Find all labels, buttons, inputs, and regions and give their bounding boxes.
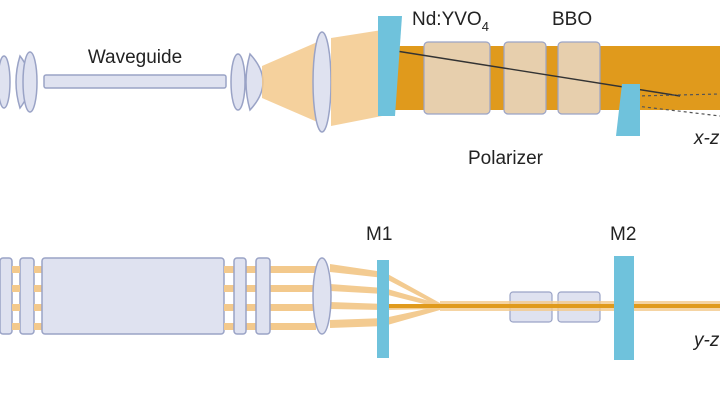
polarizer-element bbox=[616, 84, 640, 136]
nd-yvo4-label: Nd:YVO4 bbox=[412, 9, 489, 34]
lens bbox=[245, 52, 264, 112]
cavity-beam bbox=[386, 304, 720, 308]
optic-plate bbox=[233, 257, 247, 335]
m1-label: M1 bbox=[366, 224, 392, 245]
focusing-lens bbox=[312, 257, 332, 335]
waveguide-block bbox=[41, 257, 225, 335]
output-dashed-line bbox=[635, 105, 720, 117]
expanding-beam bbox=[262, 40, 322, 124]
bbo-crystal-2 bbox=[557, 41, 601, 115]
optic-plate bbox=[0, 257, 13, 335]
nd-yvo4-crystal bbox=[423, 41, 491, 115]
beamlet-stripes-right bbox=[224, 266, 316, 330]
mirror-m2 bbox=[614, 256, 634, 360]
input-mirror bbox=[378, 16, 402, 116]
collimating-lens bbox=[312, 31, 332, 133]
waveguide-rod bbox=[43, 74, 227, 89]
top-right-lens-group bbox=[230, 52, 264, 112]
xz-view-label: x-z bbox=[693, 128, 720, 149]
polarizer-label: Polarizer bbox=[468, 148, 544, 169]
lens bbox=[22, 51, 38, 113]
waveguide-label: Waveguide bbox=[88, 47, 182, 68]
bottom-row-yz-view: M1 M2 y-z bbox=[0, 224, 720, 360]
top-left-lens-group bbox=[0, 51, 38, 113]
lens bbox=[0, 55, 11, 109]
bbo-crystal-1 bbox=[503, 41, 547, 115]
optic-plate bbox=[19, 257, 35, 335]
m2-label: M2 bbox=[610, 224, 636, 245]
lens bbox=[230, 53, 246, 111]
mirror-m1 bbox=[377, 260, 389, 358]
converging-beam bbox=[331, 30, 382, 126]
yz-view-label: y-z bbox=[692, 330, 720, 351]
beamlet-stripes-left bbox=[12, 266, 42, 330]
output-dashed-line bbox=[635, 93, 720, 97]
bbo-label: BBO bbox=[552, 9, 592, 30]
top-row-xz-view: Waveguide Nd:YVO4 BBO Pola bbox=[0, 9, 720, 169]
optic-plate bbox=[255, 257, 271, 335]
